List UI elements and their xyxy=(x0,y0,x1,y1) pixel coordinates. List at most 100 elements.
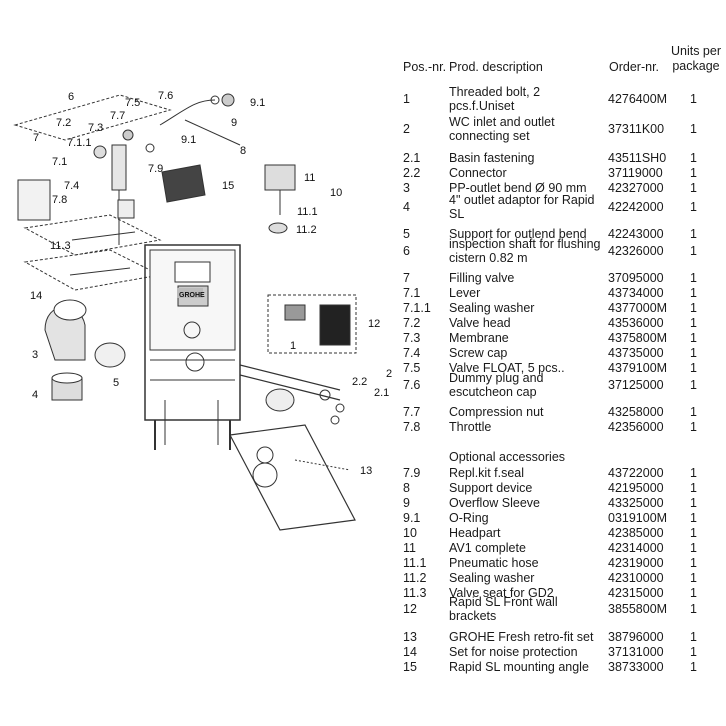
description-cell: Compression nut xyxy=(449,405,544,419)
col-header-units: Units per package xyxy=(670,44,722,73)
order-number-cell: 43722000 xyxy=(608,466,664,480)
units-cell: 1 xyxy=(690,466,697,480)
order-number-cell: 42243000 xyxy=(608,227,664,241)
units-cell: 1 xyxy=(690,166,697,180)
order-number-cell: 37311K00 xyxy=(608,122,665,136)
order-number-cell: 37095000 xyxy=(608,271,664,285)
order-number-cell: 0319100M xyxy=(608,511,668,525)
col-header-pos: Pos.-nr. xyxy=(403,60,447,74)
units-cell: 1 xyxy=(690,420,697,434)
pos-cell: 1 xyxy=(403,92,410,106)
description-cell: Rapid SL Front wall brackets xyxy=(449,595,558,623)
description-cell: Valve FLOAT, 5 pcs.. xyxy=(449,361,565,375)
col-header-desc: Prod. description xyxy=(449,60,543,74)
units-cell: 1 xyxy=(690,122,697,136)
pos-cell: 5 xyxy=(403,227,410,241)
description-cell: Support device xyxy=(449,481,533,495)
callout-label: 6 xyxy=(68,91,74,103)
table-row: 7.3 Membrane 4375800M 1 xyxy=(403,331,723,359)
order-number-cell: 42327000 xyxy=(608,181,664,195)
units-cell: 1 xyxy=(690,346,697,360)
description-cell: Dummy plug and escutcheon cap xyxy=(449,371,544,399)
callout-label: 2 xyxy=(386,368,392,380)
pos-cell: 11.3 xyxy=(403,586,427,600)
description-cell: Headpart xyxy=(449,526,501,540)
callout-label: 9.1 xyxy=(250,97,265,109)
units-cell: 1 xyxy=(690,316,697,330)
description-cell: Sealing washer xyxy=(449,301,535,315)
pos-cell: 3 xyxy=(403,181,410,195)
order-number-cell: 43511SH0 xyxy=(608,151,667,165)
pos-cell: 2.1 xyxy=(403,151,421,165)
order-number-cell: 42314000 xyxy=(608,541,664,555)
description-cell: Pneumatic hose xyxy=(449,556,539,570)
order-number-cell: 4375800M xyxy=(608,331,668,345)
order-number-cell: 37119000 xyxy=(608,166,663,180)
frame-shape xyxy=(144,244,241,421)
callout-label: 7.1 xyxy=(52,156,67,168)
order-number-cell: 4379100M xyxy=(608,361,668,375)
order-number-cell: 42310000 xyxy=(608,571,664,585)
units-cell: 1 xyxy=(690,92,697,106)
callout-labels: 1 2 2.1 2.2 3 4 5 6 7 7.1 7.1.1 7.2 7.3 … xyxy=(30,90,392,477)
callout-label: 7 xyxy=(33,132,39,144)
pos-cell: 7.3 xyxy=(403,331,421,345)
description-cell: Repl.kit f.seal xyxy=(449,466,525,480)
pos-cell: 7.2 xyxy=(403,316,421,330)
callout-label: 2.2 xyxy=(352,376,367,388)
pos-cell: 11.1 xyxy=(403,556,427,570)
pos-cell: 13 xyxy=(403,630,417,644)
brand-logo: GROHE xyxy=(179,292,205,299)
callout-label: 11.1 xyxy=(297,206,318,218)
pos-cell: 7.4 xyxy=(403,346,421,360)
callout-label: 1 xyxy=(290,340,296,352)
pos-cell: 7.6 xyxy=(403,378,421,392)
units-cell: 1 xyxy=(690,511,697,525)
order-number-cell: 3855800M xyxy=(608,602,668,616)
callout-label: 15 xyxy=(222,180,234,192)
callout-label: 7.1.1 xyxy=(67,137,91,149)
pos-cell: 7.8 xyxy=(403,420,421,434)
units-cell: 1 xyxy=(690,541,697,555)
pos-cell: 8 xyxy=(403,481,410,495)
units-cell: 1 xyxy=(690,630,697,644)
description-cell: O-Ring xyxy=(449,511,489,525)
description-cell: Membrane xyxy=(449,331,509,345)
units-cell: 1 xyxy=(690,660,697,674)
callout-label: 7.4 xyxy=(64,180,79,192)
order-number-cell: 43258000 xyxy=(608,405,664,419)
order-number-cell: 37125000 xyxy=(608,378,664,392)
units-cell: 1 xyxy=(690,586,697,600)
pos-cell: 7.1.1 xyxy=(403,301,431,315)
units-cell: 1 xyxy=(690,271,697,285)
pos-cell: 11.2 xyxy=(403,571,427,585)
description-cell: Connector xyxy=(449,166,507,180)
callout-label: 5 xyxy=(113,377,119,389)
pos-cell: 11 xyxy=(403,541,416,555)
callout-label: 13 xyxy=(360,465,372,477)
units-cell: 1 xyxy=(690,496,697,510)
exploded-parts-diagram: GROHE 1 2 2.1 2.2 3 4 5 6 7 7.1 7.1.1 7.… xyxy=(13,90,392,531)
units-cell: 1 xyxy=(690,151,697,165)
units-cell: 1 xyxy=(690,244,697,258)
units-cell: 1 xyxy=(690,405,697,419)
callout-label: 9.1 xyxy=(181,134,196,146)
pos-cell: 2.2 xyxy=(403,166,421,180)
